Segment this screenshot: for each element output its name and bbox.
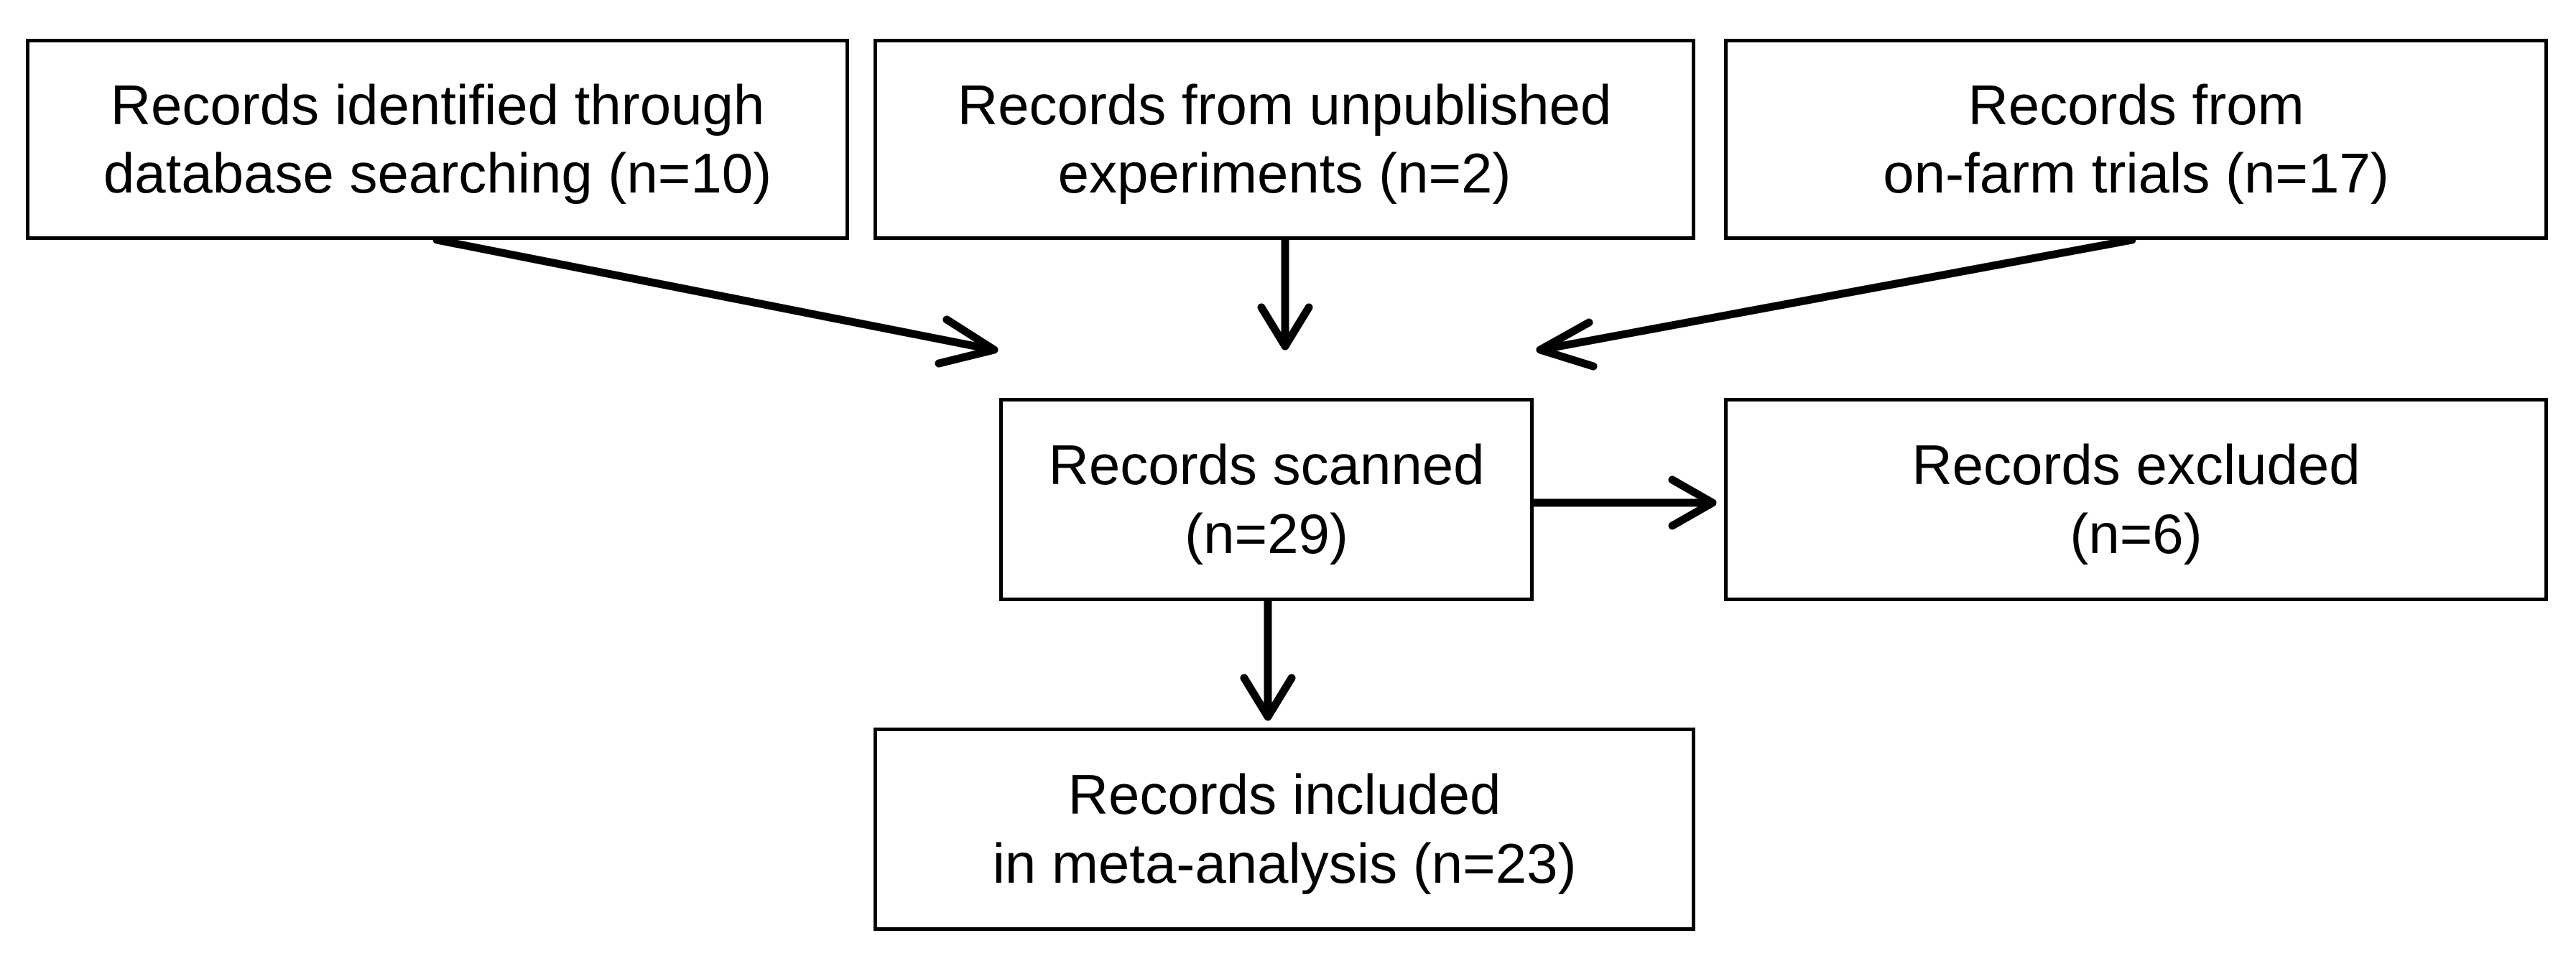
arrow-database-to-scanned-head — [935, 315, 999, 368]
records-onfarm-line1: Records from — [1968, 73, 2304, 136]
records-included-line2: in meta-analysis (n=23) — [992, 831, 1577, 895]
records-scanned-line2: (n=29) — [1185, 501, 1348, 565]
arrow-unpublished-to-scanned-head — [1257, 303, 1313, 350]
records-excluded-line1: Records excluded — [1912, 433, 2360, 497]
records-scanned-line1: Records scanned — [1048, 433, 1485, 497]
records-excluded-line2: (n=6) — [2070, 501, 2202, 565]
records-onfarm-box: Records from on-farm trials (n=17) — [1724, 39, 2548, 240]
arrow-onfarm-to-scanned — [1540, 236, 2136, 353]
records-identified-line2: database searching (n=10) — [103, 141, 772, 205]
arrow-database-to-scanned — [432, 236, 994, 353]
records-included-line1: Records included — [1067, 763, 1501, 827]
records-onfarm-line2: on-farm trials (n=17) — [1883, 141, 2389, 205]
records-included-box: Records included in meta-analysis (n=23) — [874, 728, 1695, 931]
records-unpublished-line1: Records from unpublished — [957, 73, 1612, 136]
arrow-scanned-to-included-head — [1240, 674, 1296, 721]
records-identified-line1: Records identified through — [110, 73, 765, 136]
records-identified-box: Records identified through database sear… — [26, 39, 849, 240]
records-excluded-box: Records excluded (n=6) — [1724, 398, 2548, 601]
records-scanned-box: Records scanned (n=29) — [999, 398, 1534, 601]
records-unpublished-line2: experiments (n=2) — [1057, 141, 1511, 205]
arrow-onfarm-to-scanned-head — [1536, 318, 1598, 371]
records-unpublished-box: Records from unpublished experiments (n=… — [874, 39, 1695, 240]
arrow-scanned-to-excluded-head — [1668, 475, 1717, 530]
